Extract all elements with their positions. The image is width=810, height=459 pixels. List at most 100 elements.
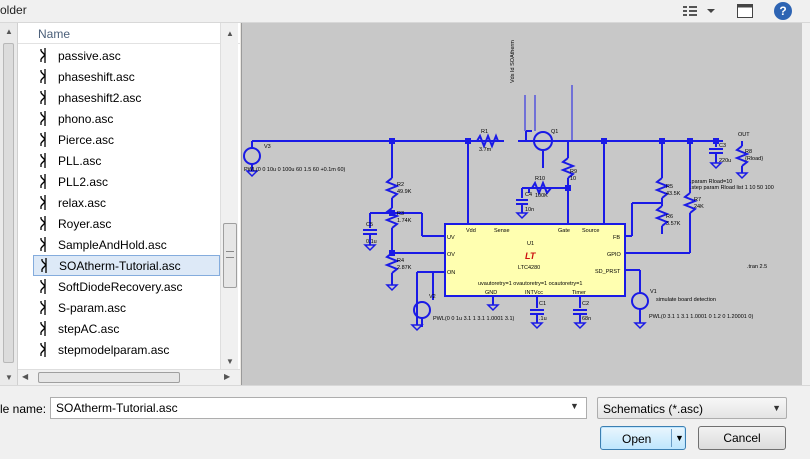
label-uv-text: uvautoretry=1 ovautoretry=1 ocautoretry=… bbox=[478, 281, 582, 287]
name-column-header[interactable]: Name bbox=[18, 24, 240, 44]
label-v1: V1 bbox=[650, 289, 657, 295]
file-name: relax.asc bbox=[58, 195, 107, 210]
label-u1: U1 bbox=[527, 241, 534, 247]
label-out: OUT bbox=[738, 132, 750, 138]
file-name: phaseshift2.asc bbox=[58, 90, 142, 105]
schematic-file-icon bbox=[40, 90, 46, 105]
label-r5: R5 bbox=[666, 184, 673, 190]
file-list-item[interactable]: stepAC.asc bbox=[33, 318, 220, 339]
schematic-file-icon bbox=[40, 195, 46, 210]
file-list-hscrollbar[interactable]: ◀ ▶ bbox=[18, 369, 240, 385]
scroll-up-icon[interactable]: ▲ bbox=[226, 29, 234, 38]
label-c3: C3 bbox=[719, 143, 726, 149]
file-name: SOAtherm-Tutorial.asc bbox=[59, 258, 181, 273]
label-r8-val: {Rload} bbox=[745, 156, 763, 162]
file-list-item[interactable]: Royer.asc bbox=[33, 213, 220, 234]
file-list-item[interactable]: phaseshift.asc bbox=[33, 66, 220, 87]
open-dropdown-icon[interactable]: ▼ bbox=[675, 433, 684, 443]
label-r10-val: 100K bbox=[535, 193, 548, 199]
view-menu-button[interactable] bbox=[680, 0, 722, 21]
file-name-dropdown-icon[interactable]: ▼ bbox=[570, 401, 579, 411]
label-c4-val: 10n bbox=[525, 207, 534, 213]
file-name: passive.asc bbox=[58, 48, 121, 63]
scroll-right-icon[interactable]: ▶ bbox=[224, 372, 231, 381]
schematic-preview: V3 PWL(0 0 10u 0 100u 60 1.5 60 +0.1m 60… bbox=[241, 23, 810, 385]
label-c1: C1 bbox=[539, 301, 546, 307]
split-divider bbox=[671, 429, 672, 447]
scroll-grip-icon bbox=[226, 251, 234, 258]
file-list-item[interactable]: SampleAndHold.asc bbox=[33, 234, 220, 255]
file-name: SampleAndHold.asc bbox=[58, 237, 167, 252]
scroll-thumb[interactable] bbox=[3, 43, 14, 363]
cancel-button[interactable]: Cancel bbox=[698, 426, 786, 450]
scroll-down-icon[interactable]: ▼ bbox=[226, 357, 234, 366]
lt-logo-icon: LT bbox=[525, 251, 537, 261]
label-v3: V3 bbox=[264, 144, 271, 150]
pin-gnd: GND bbox=[485, 290, 497, 296]
label-r3-val: 1.74K bbox=[397, 218, 412, 224]
label-r8: R8 bbox=[745, 149, 752, 155]
help-button[interactable]: ? bbox=[771, 0, 795, 21]
scroll-down-icon[interactable]: ▼ bbox=[5, 373, 13, 382]
file-list-item[interactable]: SoftDiodeRecovery.asc bbox=[33, 276, 220, 297]
label-c4: C4 bbox=[525, 192, 532, 198]
file-list-item[interactable]: phaseshift2.asc bbox=[33, 87, 220, 108]
file-list-item[interactable]: S-param.asc bbox=[33, 297, 220, 318]
schematic-file-icon bbox=[40, 48, 46, 63]
pin-timer: Timer bbox=[572, 290, 586, 296]
label-r1: R1 bbox=[481, 129, 488, 135]
help-icon: ? bbox=[774, 1, 792, 20]
preview-edge bbox=[802, 23, 810, 385]
label-c1-val: .1u bbox=[539, 316, 547, 322]
file-list-item[interactable]: relax.asc bbox=[33, 192, 220, 213]
title-bar: older ? bbox=[0, 0, 810, 23]
label-c3-val: 220u bbox=[719, 158, 731, 164]
scroll-up-icon[interactable]: ▲ bbox=[5, 27, 13, 36]
file-list-item[interactable]: SOAtherm-Tutorial.asc bbox=[33, 255, 220, 276]
file-type-value: Schematics (*.asc) bbox=[603, 402, 704, 416]
pin-gpio: GPIO bbox=[607, 252, 621, 258]
file-type-select[interactable]: Schematics (*.asc) ▼ bbox=[597, 397, 787, 419]
schematic-file-icon bbox=[40, 216, 46, 231]
file-name: S-param.asc bbox=[58, 300, 127, 315]
label-r6-val: 3.57K bbox=[666, 221, 681, 227]
label-r2-val: 49.9K bbox=[397, 189, 412, 195]
file-name: Royer.asc bbox=[58, 216, 112, 231]
hscroll-thumb[interactable] bbox=[38, 372, 180, 383]
schematic-file-icon bbox=[40, 321, 46, 336]
pin-fb: FB bbox=[613, 235, 620, 241]
label-r10: R10 bbox=[535, 176, 545, 182]
schematic-file-icon bbox=[40, 153, 46, 168]
dialog-footer: le name: ▼ Schematics (*.asc) ▼ Open ▼ C… bbox=[0, 385, 810, 459]
file-list-item[interactable]: PLL2.asc bbox=[33, 171, 220, 192]
label-simulate: simulate board detection bbox=[656, 297, 716, 303]
schematic-file-icon bbox=[40, 342, 46, 357]
label-r9-val: 10 bbox=[570, 176, 576, 182]
label-r4: R4 bbox=[397, 258, 404, 264]
schematic-drawing: V3 PWL(0 0 10u 0 100u 60 1.5 60 +0.1m 60… bbox=[243, 40, 774, 332]
scroll-thumb[interactable] bbox=[223, 223, 237, 288]
preview-pane-button[interactable] bbox=[733, 0, 757, 21]
file-list-scrollbar[interactable]: ▲ ▼ bbox=[220, 23, 238, 369]
file-list-item[interactable]: passive.asc bbox=[33, 45, 220, 66]
label-r7-val: 24K bbox=[694, 204, 704, 210]
file-list-item[interactable]: PLL.asc bbox=[33, 150, 220, 171]
pin-on: ON bbox=[447, 270, 455, 276]
schematic-file-icon bbox=[40, 279, 46, 294]
label-v1-src: PWL(0 3.1 1 3.1 1.0001 0 1.2 0 1.20001 0… bbox=[649, 314, 753, 320]
file-name-input[interactable] bbox=[50, 397, 587, 419]
open-button[interactable]: Open ▼ bbox=[600, 426, 686, 450]
file-list-item[interactable]: Pierce.asc bbox=[33, 129, 220, 150]
label-c2: C2 bbox=[582, 301, 589, 307]
scroll-left-icon[interactable]: ◀ bbox=[22, 372, 29, 381]
file-list-item[interactable]: stepmodelparam.asc bbox=[33, 339, 220, 360]
nav-pane-scrollbar[interactable]: ▲ ▼ bbox=[0, 23, 18, 385]
file-name: SoftDiodeRecovery.asc bbox=[58, 279, 183, 294]
label-c2-val: 68n bbox=[582, 316, 591, 322]
file-name: stepAC.asc bbox=[58, 321, 120, 336]
pin-sense: Sense bbox=[494, 228, 510, 234]
file-list-item[interactable]: phono.asc bbox=[33, 108, 220, 129]
label-r7: R7 bbox=[694, 197, 701, 203]
schematic-file-icon bbox=[40, 174, 46, 189]
preview-pane-icon bbox=[737, 3, 753, 18]
